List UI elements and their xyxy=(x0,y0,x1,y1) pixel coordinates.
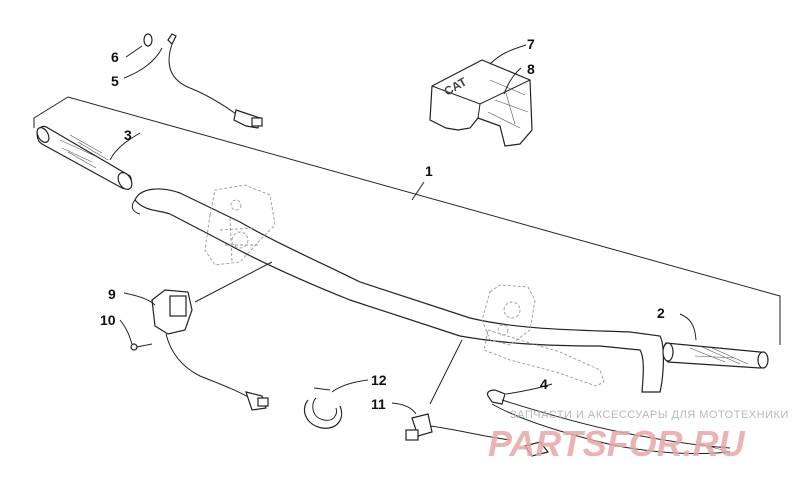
leader-lines xyxy=(109,44,697,415)
callout-2: 2 xyxy=(657,305,665,321)
grip-heater-lead[interactable] xyxy=(143,33,263,129)
callout-10: 10 xyxy=(100,312,116,328)
screw[interactable] xyxy=(130,343,153,351)
thumb-heater-lead[interactable] xyxy=(486,389,731,455)
assembly-bracket xyxy=(33,96,781,345)
callout-1: 1 xyxy=(425,163,433,179)
callout-5: 5 xyxy=(111,73,119,89)
switch-connector[interactable] xyxy=(405,413,550,457)
callout-labels: 1 2 3 4 5 6 7 8 9 10 11 12 xyxy=(100,36,665,412)
callout-4: 4 xyxy=(540,376,548,392)
callout-7: 7 xyxy=(527,36,535,52)
watermark-brand: PARTSFOR.RU xyxy=(488,423,746,464)
handlebar[interactable] xyxy=(131,188,664,393)
clamp-ring[interactable] xyxy=(303,387,343,429)
watermark-tagline: ЗАПЧАСТИ И АКСЕССУАРЫ ДЛЯ МОТОТЕХНИКИ xyxy=(510,409,789,421)
callout-12: 12 xyxy=(371,372,387,388)
watermark: ЗАПЧАСТИ И АКСЕССУАРЫ ДЛЯ МОТОТЕХНИКИ PA… xyxy=(488,409,789,464)
left-control-phantom xyxy=(204,184,276,266)
callout-6: 6 xyxy=(111,49,119,65)
right-grip[interactable] xyxy=(662,342,769,369)
callout-8: 8 xyxy=(527,61,535,77)
callout-3: 3 xyxy=(124,127,132,143)
left-grip[interactable] xyxy=(35,125,135,192)
callout-9: 9 xyxy=(108,286,116,302)
callout-11: 11 xyxy=(371,396,386,412)
switch-housing[interactable] xyxy=(151,289,269,411)
brake-lever-phantom xyxy=(481,284,605,387)
handlebar-pad[interactable]: CAT xyxy=(429,59,533,147)
